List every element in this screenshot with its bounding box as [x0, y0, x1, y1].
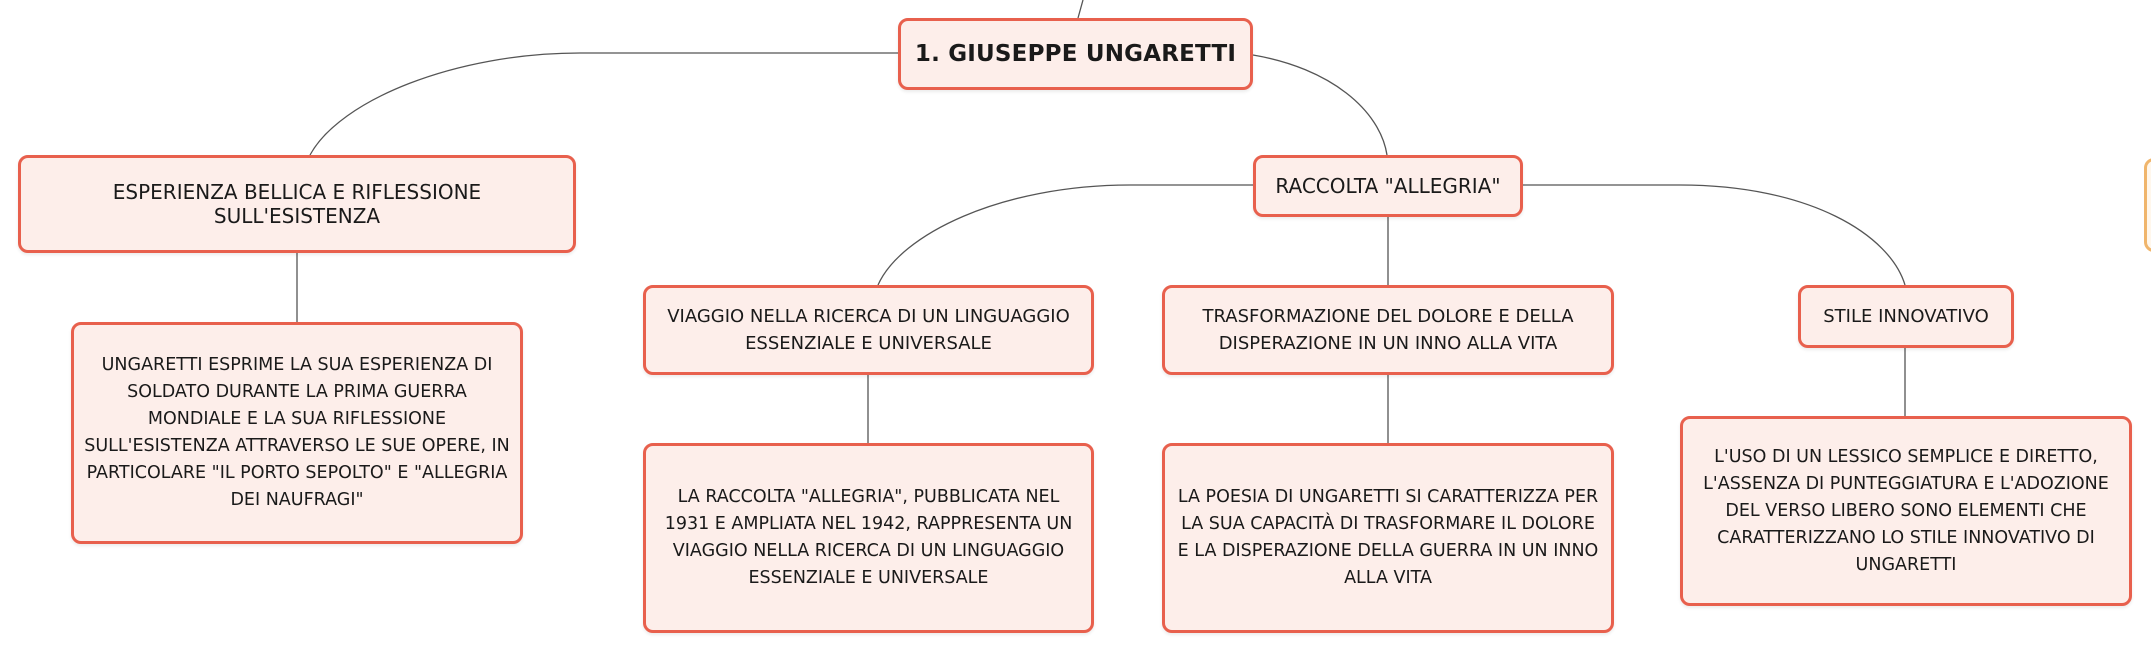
- viaggio-node[interactable]: VIAGGIO NELLA RICERCA DI UN LINGUAGGIO E…: [643, 285, 1094, 375]
- root-node[interactable]: 1. GIUSEPPE UNGARETTI: [898, 18, 1253, 90]
- trasformazione-detail-node[interactable]: LA POESIA DI UNGARETTI SI CARATTERIZZA P…: [1162, 443, 1614, 633]
- stile-detail-text: L'USO DI UN LESSICO SEMPLICE E DIRETTO, …: [1703, 446, 2109, 575]
- trasformazione-node[interactable]: TRASFORMAZIONE DEL DOLORE E DELLA DISPER…: [1162, 285, 1614, 375]
- viaggio-label: VIAGGIO NELLA RICERCA DI UN LINGUAGGIO E…: [667, 306, 1070, 354]
- esperienza-detail-node[interactable]: UNGARETTI ESPRIME LA SUA ESPERIENZA DI S…: [71, 322, 523, 544]
- viaggio-detail-text: LA RACCOLTA "ALLEGRIA", PUBBLICATA NEL 1…: [664, 487, 1073, 588]
- branch-allegria-node[interactable]: RACCOLTA "ALLEGRIA": [1253, 155, 1523, 217]
- stile-detail-node[interactable]: L'USO DI UN LESSICO SEMPLICE E DIRETTO, …: [1680, 416, 2132, 606]
- branch-allegria-label: RACCOLTA "ALLEGRIA": [1275, 174, 1501, 198]
- branch-esperienza-node[interactable]: ESPERIENZA BELLICA E RIFLESSIONE SULL'ES…: [18, 155, 576, 253]
- esperienza-detail-text: UNGARETTI ESPRIME LA SUA ESPERIENZA DI S…: [84, 355, 510, 510]
- root-label: 1. GIUSEPPE UNGARETTI: [914, 41, 1237, 67]
- offscreen-node-edge[interactable]: [2144, 158, 2151, 252]
- trasformazione-detail-text: LA POESIA DI UNGARETTI SI CARATTERIZZA P…: [1177, 487, 1599, 588]
- trasformazione-label: TRASFORMAZIONE DEL DOLORE E DELLA DISPER…: [1202, 306, 1574, 354]
- stile-label: STILE INNOVATIVO: [1823, 306, 1989, 327]
- branch-esperienza-label: ESPERIENZA BELLICA E RIFLESSIONE SULL'ES…: [112, 180, 482, 228]
- viaggio-detail-node[interactable]: LA RACCOLTA "ALLEGRIA", PUBBLICATA NEL 1…: [643, 443, 1094, 633]
- stile-node[interactable]: STILE INNOVATIVO: [1798, 285, 2014, 348]
